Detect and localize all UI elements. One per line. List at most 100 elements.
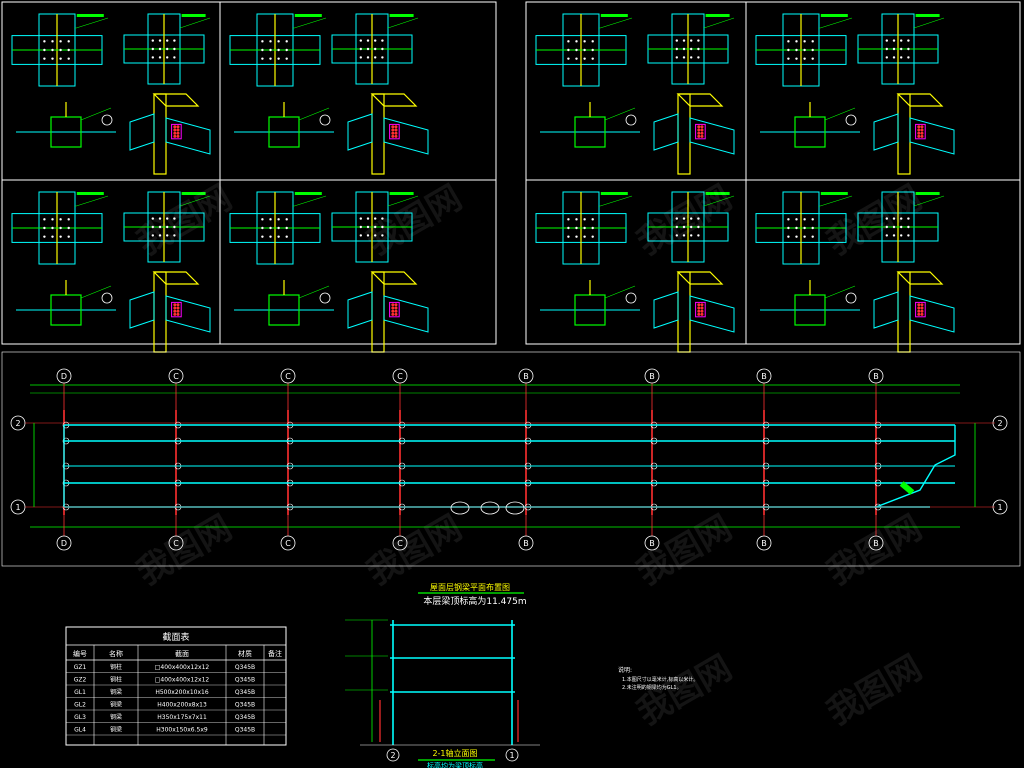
joint-3d-view — [129, 271, 211, 353]
note-bar — [915, 192, 940, 195]
connection-plate — [915, 301, 926, 318]
bolt — [892, 217, 896, 220]
notes-block: 说明:1.本图尺寸以毫米计,标高以米计。2.未注明的钢梁均为GL1。 — [618, 666, 698, 691]
bolt — [59, 235, 62, 238]
elev-axis-label: 1 — [509, 751, 514, 760]
bolt — [591, 40, 594, 43]
watermark-text: 我图网 — [130, 178, 238, 264]
table-cell: GL4 — [74, 727, 86, 734]
section-tag — [480, 501, 500, 515]
bolt — [43, 235, 46, 238]
joint-elevation — [11, 13, 109, 87]
bolt — [697, 217, 700, 220]
bolt — [583, 57, 586, 60]
bolt — [43, 40, 46, 43]
axis-bubble-bottom — [392, 535, 408, 551]
bolt — [803, 226, 806, 230]
bolt — [900, 234, 903, 237]
joint-3d-view — [347, 93, 429, 175]
bolt — [567, 226, 570, 230]
bolt — [359, 234, 362, 237]
bolt — [67, 226, 70, 230]
bolt — [811, 48, 814, 52]
bolt — [51, 48, 54, 52]
detail-tag — [625, 292, 637, 304]
bolt — [675, 47, 678, 51]
joint-elevation — [755, 13, 853, 87]
table-header-cell: 编号 — [73, 649, 87, 658]
bolt — [359, 217, 362, 220]
table-header-cell: 名称 — [109, 649, 123, 658]
bolt — [374, 217, 377, 220]
bolt — [381, 234, 384, 237]
plate-detail — [540, 102, 640, 148]
bolt — [697, 131, 701, 135]
joint-elevation — [123, 191, 211, 263]
bolt — [567, 218, 570, 221]
joint-elevation — [647, 191, 735, 263]
bolt — [690, 56, 693, 59]
column-face — [153, 93, 167, 175]
bolt — [591, 218, 594, 221]
bolt — [795, 218, 798, 221]
bolt — [917, 312, 921, 316]
bolt — [366, 217, 370, 220]
table-cell: Q345B — [235, 689, 255, 696]
bolt — [166, 225, 169, 229]
table-cell: H500x200x10x16 — [155, 689, 209, 696]
bolt — [394, 131, 398, 135]
bolt — [795, 40, 798, 43]
bolt — [51, 226, 54, 230]
bolt — [173, 217, 176, 220]
axis-label-top: C — [397, 372, 403, 381]
bolt — [787, 235, 790, 238]
axis-label-top: C — [173, 372, 179, 381]
axis-bubble-top — [56, 368, 72, 384]
row-axis-label: 1 — [997, 503, 1002, 512]
bolt — [359, 39, 362, 42]
column-face — [371, 271, 385, 353]
bolt — [920, 309, 924, 313]
watermark-text: 我图网 — [820, 508, 928, 594]
bolt — [907, 56, 910, 59]
bolt — [173, 56, 176, 59]
watermark-text: 我图网 — [360, 178, 468, 264]
leader-line — [387, 17, 419, 29]
bolt — [285, 40, 288, 43]
bolt — [697, 39, 700, 42]
bolt — [567, 235, 570, 238]
beam-right — [165, 295, 211, 333]
bolt — [917, 131, 921, 135]
leader-line — [179, 195, 211, 207]
table-header-cell: 备注 — [268, 649, 282, 658]
bolt — [391, 134, 395, 138]
connection-details — [11, 13, 955, 353]
bolt — [682, 39, 686, 42]
bolt — [803, 235, 806, 238]
bolt — [682, 47, 686, 51]
bolt — [151, 234, 154, 237]
note-bar — [294, 14, 322, 17]
column-top — [152, 93, 200, 107]
axis-label-top: B — [873, 372, 879, 381]
bolt — [391, 303, 395, 307]
bolt — [892, 56, 896, 59]
axis-label-bottom: B — [873, 539, 879, 548]
axis-label-bottom: B — [649, 539, 655, 548]
bolt — [697, 56, 700, 59]
bolt — [591, 57, 594, 60]
bolt — [394, 125, 398, 129]
bolt — [900, 39, 903, 42]
bolt — [920, 128, 924, 132]
beam-right — [909, 117, 955, 155]
notes-line: 2.未注明的钢梁均为GL1。 — [622, 684, 682, 691]
table-cell: 钢梁 — [110, 701, 122, 709]
joint-elevation — [857, 191, 945, 263]
bolt — [811, 40, 814, 43]
bolt — [366, 39, 370, 42]
bolt — [811, 218, 814, 221]
bolt — [176, 312, 180, 316]
bolt — [690, 47, 693, 51]
plate-detail — [16, 280, 116, 326]
